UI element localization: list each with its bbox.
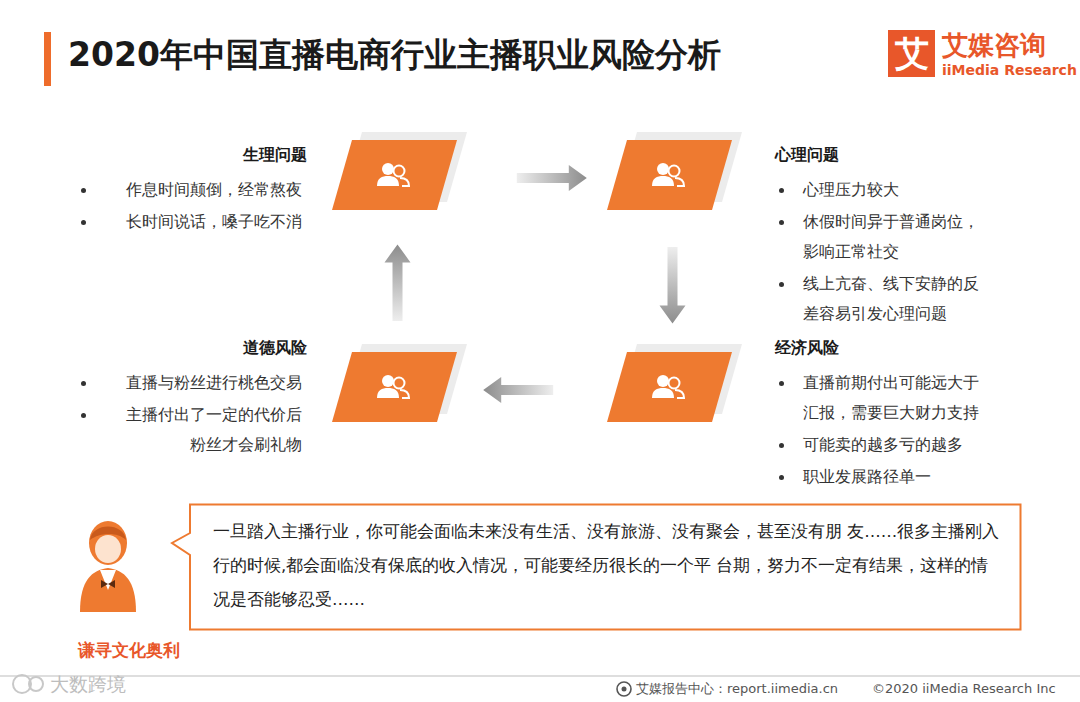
parallelogram-svg (330, 138, 465, 218)
risk-group: 生理问题作息时间颠倒，经常熬夜长时间说话，嗓子吃不消 (75, 130, 475, 243)
quote-line: 一旦踏入主播行业，你可能会面临未来没有生活、没有旅游、没有聚会，甚至没有朋 友…… (213, 522, 999, 609)
risk-group: 道德风险直播与粉丝进行桃色交易主播付出了一定的代价后 粉丝才会刷礼物 (75, 330, 475, 466)
parallelogram-fill (607, 140, 732, 210)
title-bar (44, 32, 51, 86)
bullet-text: 作息时间颠倒，经常熬夜 (115, 175, 302, 205)
flow-arrow (517, 165, 587, 191)
parallelogram-fill (332, 352, 457, 422)
people-icon (377, 375, 409, 398)
bullet-row: 可能卖的越多亏的越多 (775, 430, 1000, 460)
bullet-row: 职业发展路径单一 (775, 462, 1000, 492)
flow-arrow (385, 244, 411, 321)
bullet-dot (81, 188, 86, 193)
logo-square (888, 30, 935, 77)
bullet-text: 线上亢奋、线下安静的反 差容易引发心理问题 (803, 269, 993, 329)
parallelogram-fill (332, 140, 457, 210)
logo-subtitle: iiMedia Research (942, 61, 1077, 79)
bubble-border (172, 505, 1021, 630)
bullet-row: 心理压力较大 (775, 175, 1000, 205)
risk-text: 道德风险直播与粉丝进行桃色交易主播付出了一定的代价后 粉丝才会刷礼物 (75, 336, 307, 462)
risk-group: 心理问题心理压力较大休假时间异于普通岗位， 影响正常社交线上亢奋、线下安静的反 … (600, 130, 1010, 335)
people-icon (377, 163, 409, 186)
logo-mark: 艾 (888, 30, 935, 77)
person-icon (80, 521, 136, 612)
bullet-row: 作息时间颠倒，经常熬夜 (75, 175, 307, 205)
risk-heading: 生理问题 (75, 143, 307, 167)
bullet-text: 直播与粉丝进行桃色交易 (115, 368, 302, 398)
bullet-dot (81, 220, 86, 225)
icon-parallelogram (330, 138, 465, 218)
quote-bubble: 一旦踏入主播行业，你可能会面临未来没有生活、没有旅游、没有聚会，甚至没有朋 友…… (170, 503, 1022, 631)
bullet-dot (779, 381, 784, 386)
icon-parallelogram (330, 350, 465, 430)
flow-arrow (660, 247, 686, 324)
bullet-row: 直播与粉丝进行桃色交易 (75, 368, 307, 398)
bullet-row: 主播付出了一定的代价后 粉丝才会刷礼物 (75, 400, 307, 460)
watermark-icon (13, 675, 43, 693)
parallelogram-svg (330, 350, 465, 430)
bullet-dot (81, 381, 86, 386)
bullet-text: 可能卖的越多亏的越多 (803, 430, 993, 460)
risk-text: 生理问题作息时间颠倒，经常熬夜长时间说话，嗓子吃不消 (75, 143, 307, 239)
footer-copyright: ©2020 iiMedia Research Inc (872, 680, 1056, 698)
bullet-text: 职业发展路径单一 (803, 462, 993, 492)
icon-parallelogram (605, 138, 740, 218)
bullet-text: 心理压力较大 (803, 175, 993, 205)
risk-heading: 心理问题 (775, 143, 1000, 167)
risk-heading: 经济风险 (775, 336, 1000, 360)
bullet-dot (779, 443, 784, 448)
bullet-dot (779, 282, 784, 287)
people-icon (652, 163, 684, 186)
icon-parallelogram (605, 350, 740, 430)
bullet-row: 休假时间异于普通岗位， 影响正常社交 (775, 207, 1000, 267)
watermark: 大数跨境 (50, 672, 126, 696)
risk-group: 经济风险直播前期付出可能远大于 汇报，需要巨大财力支持可能卖的越多亏的越多职业发… (600, 330, 1010, 498)
footer-source: 艾媒报告中心：report.iimedia.cn (636, 680, 838, 698)
footer-icon (617, 682, 631, 696)
bullet-text: 直播前期付出可能远大于 汇报，需要巨大财力支持 (803, 368, 993, 428)
bullet-text: 休假时间异于普通岗位， 影响正常社交 (803, 207, 993, 267)
parallelogram-svg (605, 350, 740, 430)
risk-heading: 道德风险 (75, 336, 307, 360)
people-icon (652, 375, 684, 398)
bullet-dot (779, 475, 784, 480)
bullet-dot (779, 220, 784, 225)
parallelogram-svg (605, 138, 740, 218)
bullet-text: 长时间说话，嗓子吃不消 (115, 207, 302, 237)
footer-rule (0, 676, 1080, 677)
bullet-row: 线上亢奋、线下安静的反 差容易引发心理问题 (775, 269, 1000, 329)
risk-text: 经济风险直播前期付出可能远大于 汇报，需要巨大财力支持可能卖的越多亏的越多职业发… (775, 336, 1000, 494)
bullet-text: 主播付出了一定的代价后 粉丝才会刷礼物 (115, 400, 302, 460)
logo-name: 艾媒咨询 (942, 29, 1046, 61)
parallelogram-fill (607, 352, 732, 422)
risk-text: 心理问题心理压力较大休假时间异于普通岗位， 影响正常社交线上亢奋、线下安静的反 … (775, 143, 1000, 331)
bullet-dot (779, 188, 784, 193)
bullet-dot (81, 413, 86, 418)
bullet-row: 长时间说话，嗓子吃不消 (75, 207, 307, 237)
speaker-name: 谦寻文化奥利 (78, 638, 180, 662)
quote-text: 一旦踏入主播行业，你可能会面临未来没有生活、没有旅游、没有聚会，甚至没有朋 友…… (213, 515, 1005, 617)
flow-arrow (483, 377, 553, 403)
bullet-row: 直播前期付出可能远大于 汇报，需要巨大财力支持 (775, 368, 1000, 428)
